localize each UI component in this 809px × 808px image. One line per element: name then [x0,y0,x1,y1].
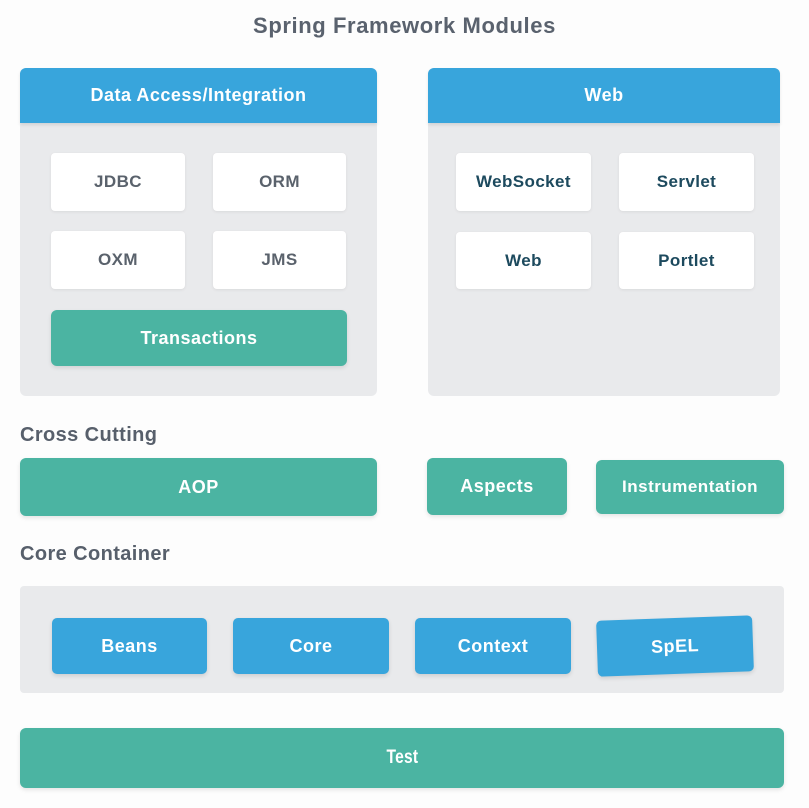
section-label-cross-cutting: Cross Cutting [20,424,158,446]
module-box-servlet: Servlet [619,153,754,211]
test-bar-label: Test [386,747,418,768]
panel-core-container: Beans Core Context SpEL [20,586,784,693]
module-box-jdbc: JDBC [51,153,185,211]
panel-header-data-access: Data Access/Integration [20,68,377,123]
panel-data-access-integration: Data Access/Integration JDBC ORM OXM JMS… [20,68,377,396]
page-title: Spring Framework Modules [253,13,556,38]
module-box-web: Web [456,232,591,289]
module-box-test: Test [20,728,784,788]
module-box-aop: AOP [20,458,377,516]
module-box-core: Core [233,618,389,674]
module-box-orm: ORM [213,153,346,211]
module-box-beans: Beans [52,618,207,674]
module-box-oxm: OXM [51,231,185,289]
panel-web: Web WebSocket Servlet Web Portlet [428,68,780,396]
module-box-spel: SpEL [596,615,754,677]
module-box-portlet: Portlet [619,232,754,289]
module-box-aspects: Aspects [427,458,567,515]
module-box-context: Context [415,618,571,674]
module-box-jms: JMS [213,231,346,289]
module-box-websocket: WebSocket [456,153,591,211]
section-label-core-container: Core Container [20,543,171,565]
module-box-instrumentation: Instrumentation [596,460,784,514]
module-box-transactions: Transactions [51,310,347,366]
panel-header-web: Web [428,68,780,123]
